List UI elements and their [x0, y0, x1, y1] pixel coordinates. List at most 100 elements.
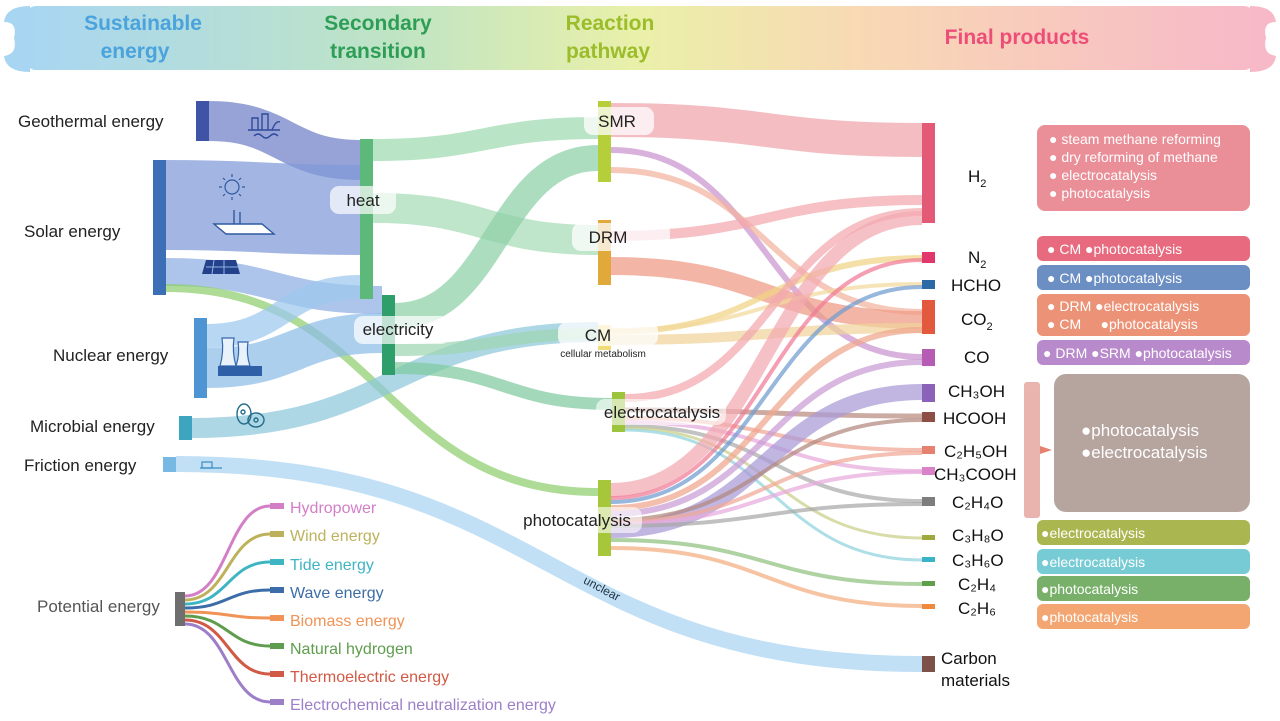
- potential-item-marker-5: [270, 643, 284, 649]
- transition-labels: heat electricity: [330, 186, 450, 344]
- node-c3h6o: [922, 557, 935, 562]
- note-co-box: [1037, 340, 1250, 365]
- wave-energy-label: Wave energy: [290, 585, 384, 602]
- flow-smr-to-h2: [610, 103, 923, 157]
- flow-cm-to-co2: [610, 323, 923, 345]
- flow-heat-to-drm: [372, 193, 599, 255]
- flow-pc-to-hcooh: [610, 418, 923, 522]
- note-c2h4-box: [1037, 576, 1250, 601]
- hydropower-label: Hydropower: [290, 500, 377, 517]
- solar-label: Solar energy: [24, 222, 121, 241]
- flow-elec-to-smr: [394, 145, 599, 329]
- friction-icon: [200, 461, 222, 469]
- flow-smr-to-co: [610, 147, 923, 360]
- banner-right-tail: [1250, 6, 1276, 72]
- natural-hydrogen-label: Natural hydrogen: [290, 641, 413, 658]
- potential-branch-6: [184, 618, 271, 676]
- c2h6-label: C₂H₆: [958, 599, 996, 618]
- flow-elec-to-ec: [394, 362, 613, 410]
- node-c2h5oh: [922, 446, 935, 454]
- wind-energy-label: Wind energy: [290, 528, 380, 545]
- group-bracket: [1024, 382, 1052, 518]
- friction-label: Friction energy: [24, 456, 137, 475]
- flow-pc-to-c2h4o: [610, 502, 923, 528]
- geothermal-label: Geothermal energy: [18, 112, 164, 131]
- flow-smr-to-co2: [610, 167, 923, 315]
- c2h4o-label: C₂H₄O: [952, 493, 1003, 512]
- flow-pc-to-hcho: [610, 285, 923, 504]
- heat-pill: [330, 186, 396, 214]
- node-hcooh: [922, 412, 935, 422]
- c2h5oh-label: C₂H₅OH: [944, 442, 1008, 461]
- source-labels: Geothermal energy Solar energy Nuclear e…: [18, 112, 169, 475]
- solar-panel-icon: [202, 259, 240, 275]
- flow-pc-to-co: [610, 359, 923, 517]
- c2h4-label: C₂H₄: [958, 575, 996, 594]
- note-group-line1: ●photocatalysis: [1081, 421, 1199, 440]
- drm-pill: [572, 223, 670, 251]
- potential-item-marker-6: [270, 671, 284, 677]
- h2-label: H2: [968, 167, 986, 190]
- flow-nuclear-to-heat: [206, 275, 361, 348]
- node-c2h4o: [922, 497, 935, 506]
- potential-energy-tree: Potential energy Hydropower Wind energy …: [37, 500, 556, 714]
- geothermal-icon: [248, 113, 281, 139]
- flow-pc-to-ch3cooh: [610, 470, 923, 526]
- drm-label: DRM: [589, 228, 628, 247]
- potential-node: [175, 592, 185, 626]
- note-h2-line1: ● steam methane reforming: [1049, 131, 1221, 147]
- node-h2: [922, 123, 935, 223]
- node-c3h8o: [922, 535, 935, 540]
- potential-branch-3: [184, 588, 271, 610]
- photocatalysis-label: photocatalysis: [523, 511, 631, 530]
- note-group-line2: ●electrocatalysis: [1081, 443, 1207, 462]
- carbon-label-line2: materials: [941, 671, 1010, 690]
- note-co-line1: ● DRM ●SRM ●photocatalysis: [1043, 345, 1232, 361]
- node-friction: [163, 457, 176, 472]
- microbial-label: Microbial energy: [30, 417, 155, 436]
- potential-branch-7: [184, 622, 271, 704]
- node-c2h4: [922, 581, 935, 586]
- heat-label: heat: [346, 191, 379, 210]
- note-c2h6-line1: ●photocatalysis: [1041, 609, 1138, 625]
- flow-pc-to-c2h4: [610, 538, 923, 586]
- potential-branch-0: [184, 504, 271, 598]
- note-hcho-box: [1037, 265, 1250, 290]
- smr-label: SMR: [598, 112, 636, 131]
- node-hcho: [922, 280, 935, 289]
- co2-label: CO2: [961, 310, 993, 333]
- solar-collector-icon: [212, 210, 276, 235]
- node-carbon: [922, 656, 935, 672]
- c3h6o-label: C₃H₆O: [952, 551, 1004, 570]
- potential-item-marker-0: [270, 503, 284, 509]
- smr-pill: [584, 107, 654, 135]
- potential-label: Potential energy: [37, 597, 160, 616]
- stage-sustainable-energy-line2: energy: [101, 40, 170, 63]
- node-ch3cooh: [922, 467, 935, 475]
- potential-branch-5: [184, 614, 271, 648]
- node-solar: [153, 160, 166, 295]
- node-microbial: [179, 416, 192, 440]
- stage-secondary-transition-line2: transition: [330, 40, 426, 63]
- electricity-label: electricity: [363, 320, 434, 339]
- stage-final-products: Final products: [945, 26, 1090, 49]
- flow-pc-to-n2: [610, 258, 923, 500]
- c3h8o-label: C₃H₈O: [952, 526, 1004, 545]
- node-heat: [360, 139, 373, 299]
- thermoelectric-energy-label: Thermoelectric energy: [290, 669, 449, 686]
- potential-item-marker-7: [270, 699, 284, 705]
- note-co2-line2: ● CM ●photocatalysis: [1047, 316, 1198, 332]
- stage-sustainable-energy-line1: Sustainable: [84, 12, 202, 35]
- banner-left-tail: [4, 6, 30, 72]
- stage-secondary-transition-line1: Secondary: [324, 12, 432, 35]
- node-co: [922, 349, 935, 366]
- cm-pill: [558, 322, 658, 346]
- pathway-labels: SMR DRM CM cellular metabolism electroca…: [514, 107, 726, 533]
- note-n2-box: [1037, 236, 1250, 261]
- electrocatalysis-pill: [596, 399, 726, 425]
- potential-item-marker-1: [270, 531, 284, 537]
- note-c3h6o-line1: ●electrocatalysis: [1041, 554, 1145, 570]
- product-labels: H2 N2 HCHO CO2 CO CH₃OH HCOOH C₂H₅OH CH₃…: [934, 167, 1016, 690]
- potential-branch-2: [184, 560, 271, 606]
- cm-sublabel: cellular metabolism: [560, 349, 646, 360]
